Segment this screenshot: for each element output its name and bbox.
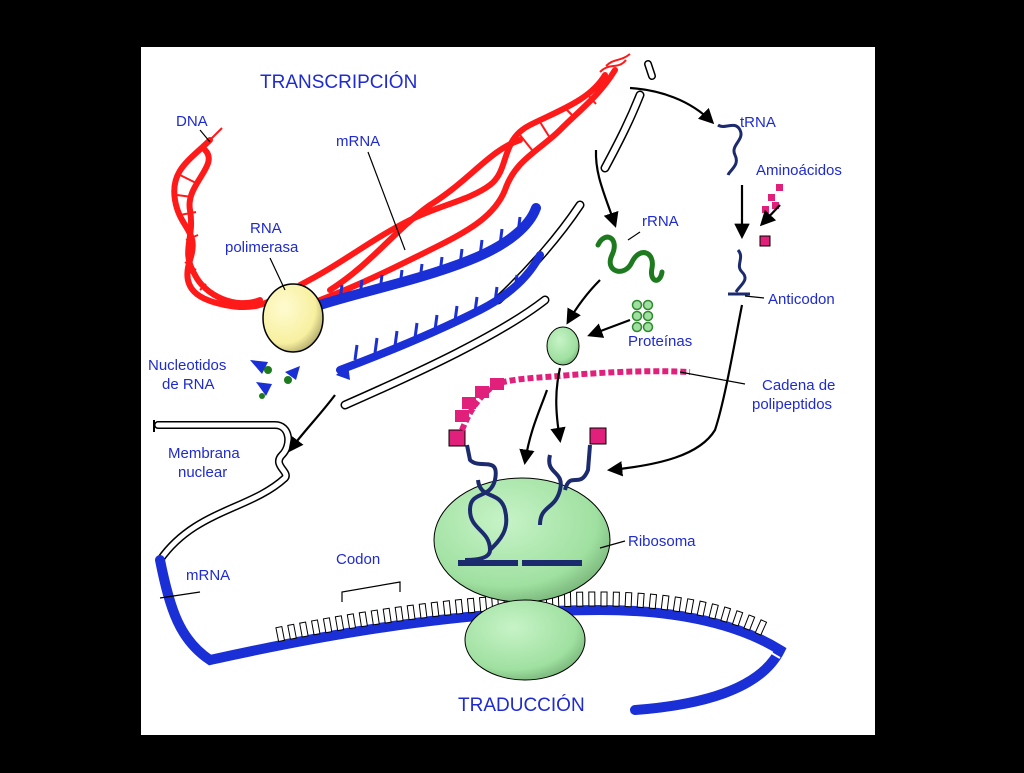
dna-base-pairs xyxy=(176,94,597,291)
label-rna-nucleotides-line1: Nucleotidos xyxy=(148,357,226,374)
mrna-base xyxy=(406,604,416,621)
label-rna-polymerase-line2: polimerasa xyxy=(225,239,299,256)
mrna-base xyxy=(370,609,380,626)
ribosome-assembly xyxy=(546,326,580,366)
mrna-base xyxy=(648,593,658,610)
label-rna-nucleotides-line2: de RNA xyxy=(162,376,215,393)
title-transcription: TRANSCRIPCIÓN xyxy=(260,71,417,93)
amino-acids-free xyxy=(762,184,783,213)
mrna-base xyxy=(346,613,357,630)
amino-acids-on-trna xyxy=(448,427,607,447)
label-anticodon: Anticodon xyxy=(768,291,835,308)
label-mrna-bottom: mRNA xyxy=(186,567,230,584)
mrna-top-arrowhead xyxy=(336,364,350,380)
process-arrows xyxy=(288,86,781,477)
mrna-base xyxy=(358,611,368,628)
ribosome-large-subunit xyxy=(433,477,611,603)
mrna-base xyxy=(322,617,333,634)
polypeptide-chain xyxy=(455,368,691,432)
mrna-base xyxy=(287,623,297,640)
label-dna: DNA xyxy=(176,113,208,130)
amino-acid-attached xyxy=(759,235,771,247)
mrna-transcript-top xyxy=(315,203,544,374)
label-polypeptide-line2: polipeptidos xyxy=(752,396,832,413)
label-rrna: rRNA xyxy=(642,213,679,230)
label-nuclear-membrane-line2: nuclear xyxy=(178,464,227,481)
mrna-base xyxy=(708,603,719,620)
mrna-base xyxy=(612,591,620,607)
mrna-base xyxy=(394,606,404,622)
title-translation: TRADUCCIÓN xyxy=(458,694,585,716)
mrna-base xyxy=(696,600,707,617)
mrna-base xyxy=(576,591,584,607)
dna-double-helix xyxy=(171,67,618,311)
mrna-base xyxy=(660,594,670,611)
mrna-base xyxy=(731,610,744,627)
label-trna: tRNA xyxy=(740,114,776,131)
label-leaders xyxy=(159,129,765,602)
label-mrna-top: mRNA xyxy=(336,133,380,150)
ribosome-small-subunit xyxy=(464,599,586,681)
mrna-bottom-strand xyxy=(155,555,787,715)
trna-free xyxy=(717,123,750,296)
label-proteins: Proteínas xyxy=(628,333,692,350)
trna-anticodon-bars xyxy=(458,560,582,566)
dna-top-end xyxy=(209,127,223,141)
mrna-base xyxy=(382,607,392,624)
mrna-base xyxy=(310,619,321,636)
rna-nucleotides xyxy=(250,360,300,399)
dna-loose-end xyxy=(599,53,631,73)
mrna-base xyxy=(454,598,464,615)
label-polypeptide-line1: Cadena de xyxy=(762,377,835,394)
mrna-base xyxy=(743,614,756,631)
label-amino-acids: Aminoácidos xyxy=(756,162,842,179)
label-ribosome: Ribosoma xyxy=(628,533,696,550)
mrna-base xyxy=(600,591,608,607)
mrna-base xyxy=(672,596,682,613)
mrna-base xyxy=(334,615,345,632)
mrna-base xyxy=(418,602,428,619)
mrna-base xyxy=(275,625,286,643)
mrna-base xyxy=(754,619,768,636)
label-codon: Codon xyxy=(336,551,380,568)
mrna-base xyxy=(636,592,645,609)
mrna-base xyxy=(624,591,633,608)
mrna-base xyxy=(430,601,440,618)
label-nuclear-membrane-line1: Membrana xyxy=(168,445,240,462)
nuclear-membrane xyxy=(153,60,656,564)
mrna-top-bases xyxy=(338,216,522,361)
mrna-base xyxy=(299,621,309,638)
mrna-base xyxy=(466,597,476,614)
mrna-base xyxy=(684,598,695,615)
rna-polymerase xyxy=(262,283,324,353)
trna-in-ribosome xyxy=(464,444,592,562)
mrna-base xyxy=(720,606,732,623)
mrna-base xyxy=(442,600,452,616)
label-rna-polymerase-line1: RNA xyxy=(250,220,282,237)
rrna-strand xyxy=(595,234,665,283)
mrna-base xyxy=(588,591,596,607)
proteins-dots xyxy=(631,299,654,333)
